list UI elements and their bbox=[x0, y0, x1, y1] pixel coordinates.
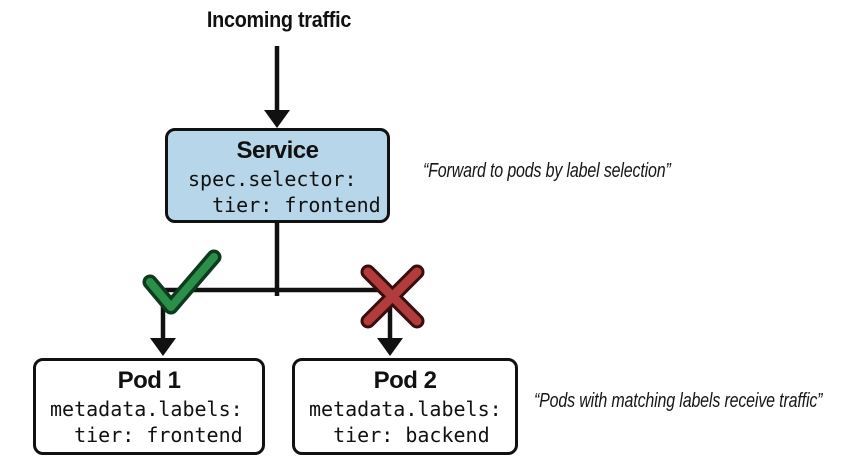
pod2-title: Pod 2 bbox=[373, 367, 437, 394]
service-annotation-quote: “Forward to pods by label selection” bbox=[423, 160, 671, 182]
service-node: Service spec.selector: tier: frontend bbox=[165, 128, 390, 223]
pod2-labels-code: metadata.labels: tier: backend bbox=[309, 397, 502, 447]
pod1-title: Pod 1 bbox=[117, 367, 181, 394]
pod2-node: Pod 2 metadata.labels: tier: backend bbox=[292, 358, 518, 455]
incoming-arrow bbox=[264, 46, 290, 128]
pod1-node: Pod 1 metadata.labels: tier: frontend bbox=[33, 358, 265, 455]
pods-annotation-quote: “Pods with matching labels receive traff… bbox=[534, 390, 823, 412]
check-icon bbox=[142, 249, 222, 315]
pod1-labels-code: metadata.labels: tier: frontend bbox=[50, 397, 243, 447]
incoming-traffic-label: Incoming traffic bbox=[206, 7, 352, 32]
service-title: Service bbox=[236, 137, 319, 164]
cross-icon bbox=[360, 264, 425, 329]
service-selector-code: spec.selector: tier: frontend bbox=[188, 167, 381, 217]
